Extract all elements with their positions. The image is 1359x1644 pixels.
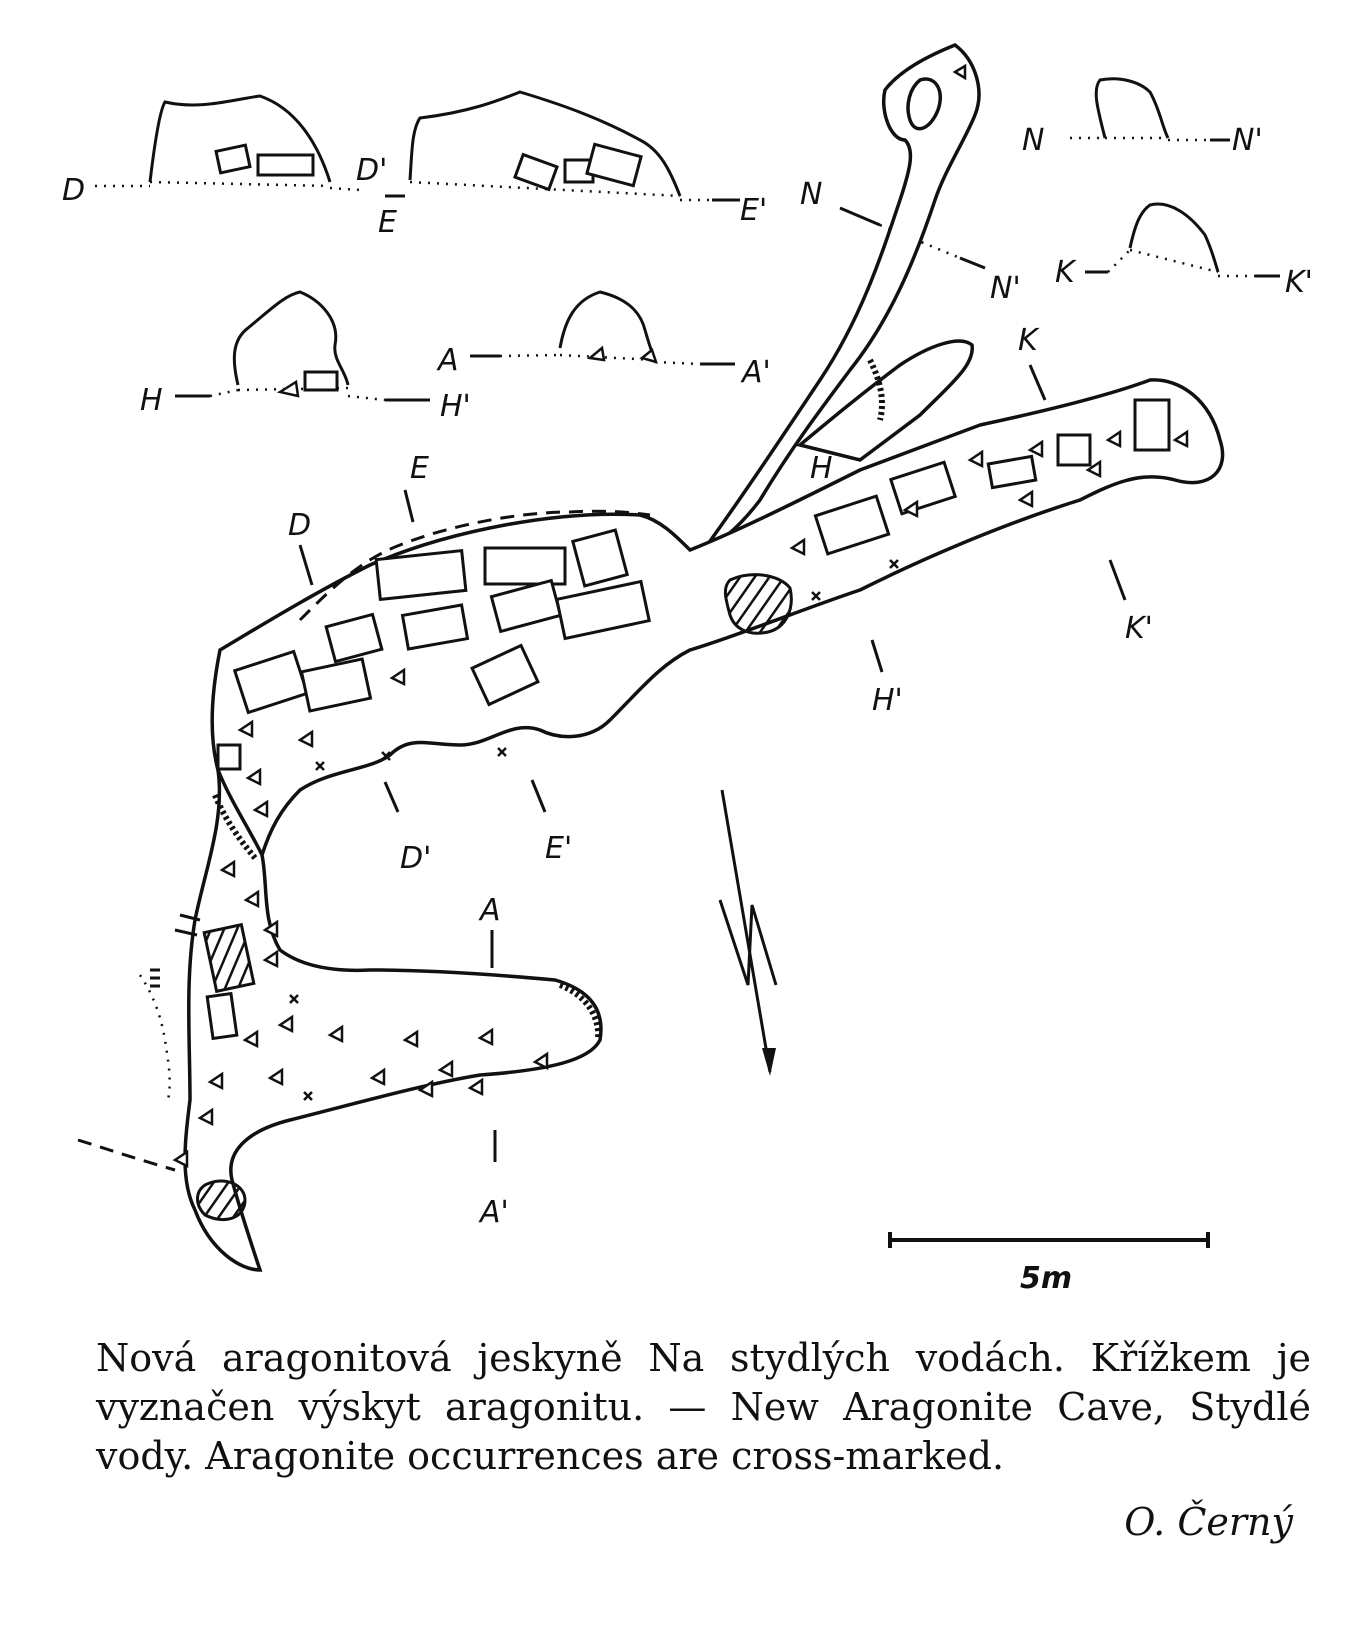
- section-label-a: A: [436, 343, 459, 378]
- section-label-a-prime: A': [740, 355, 771, 390]
- plan-label-k-prime: K': [1125, 611, 1153, 646]
- section-label-h-prime: H': [440, 389, 471, 424]
- section-n-n-diagonal: N N': [800, 177, 1021, 306]
- section-n-n-upper: N N': [1022, 77, 1263, 158]
- scale-bar: 5m: [888, 1232, 1210, 1296]
- hatched-pit: [723, 573, 793, 635]
- cave-plan: [77, 43, 1225, 1272]
- figure-author: O. Černý: [1124, 1500, 1293, 1544]
- plan-label-e: E: [410, 451, 429, 486]
- section-label-n-prime-diag: N': [990, 271, 1021, 306]
- plan-label-h-prime: H': [872, 683, 903, 718]
- north-arrow-icon: [718, 789, 778, 1076]
- plan-label-h-inner: H: [810, 451, 833, 486]
- section-label-e-prime: E': [740, 193, 767, 228]
- plan-label-e-prime: E': [545, 831, 572, 866]
- section-a-a: A A': [436, 290, 771, 390]
- plan-label-k: K: [1018, 323, 1040, 358]
- figure-caption: Nová aragonitová jeskyně Na stydlých vod…: [96, 1336, 1311, 1478]
- section-label-d: D: [62, 173, 85, 208]
- section-label-k-prime: K': [1285, 265, 1313, 300]
- plan-section-markers: E D D' E' H' K K' A A' H: [288, 323, 1153, 1230]
- cave-map: D D' E E' N N' N: [62, 43, 1313, 1296]
- section-label-n-upper: N: [1022, 123, 1044, 158]
- section-label-h: H: [140, 383, 163, 418]
- section-label-n-diag: N: [800, 177, 822, 212]
- scale-bar-label: 5m: [1020, 1261, 1072, 1296]
- section-label-k: K: [1055, 255, 1077, 290]
- plan-label-d-prime: D': [400, 841, 431, 876]
- plan-label-d: D: [288, 508, 311, 543]
- aragonite-crosses: [289, 559, 899, 1101]
- section-label-d-prime: D': [356, 153, 387, 188]
- section-label-n-prime-upper: N': [1232, 123, 1263, 158]
- plan-label-a-prime: A': [478, 1195, 509, 1230]
- section-label-e: E: [378, 205, 397, 240]
- section-h-h: H H': [140, 290, 471, 424]
- section-e-e: E E': [378, 90, 767, 240]
- plan-label-a: A: [478, 893, 501, 928]
- section-d-d: D D': [62, 94, 387, 208]
- section-k-k: K K': [1055, 202, 1313, 300]
